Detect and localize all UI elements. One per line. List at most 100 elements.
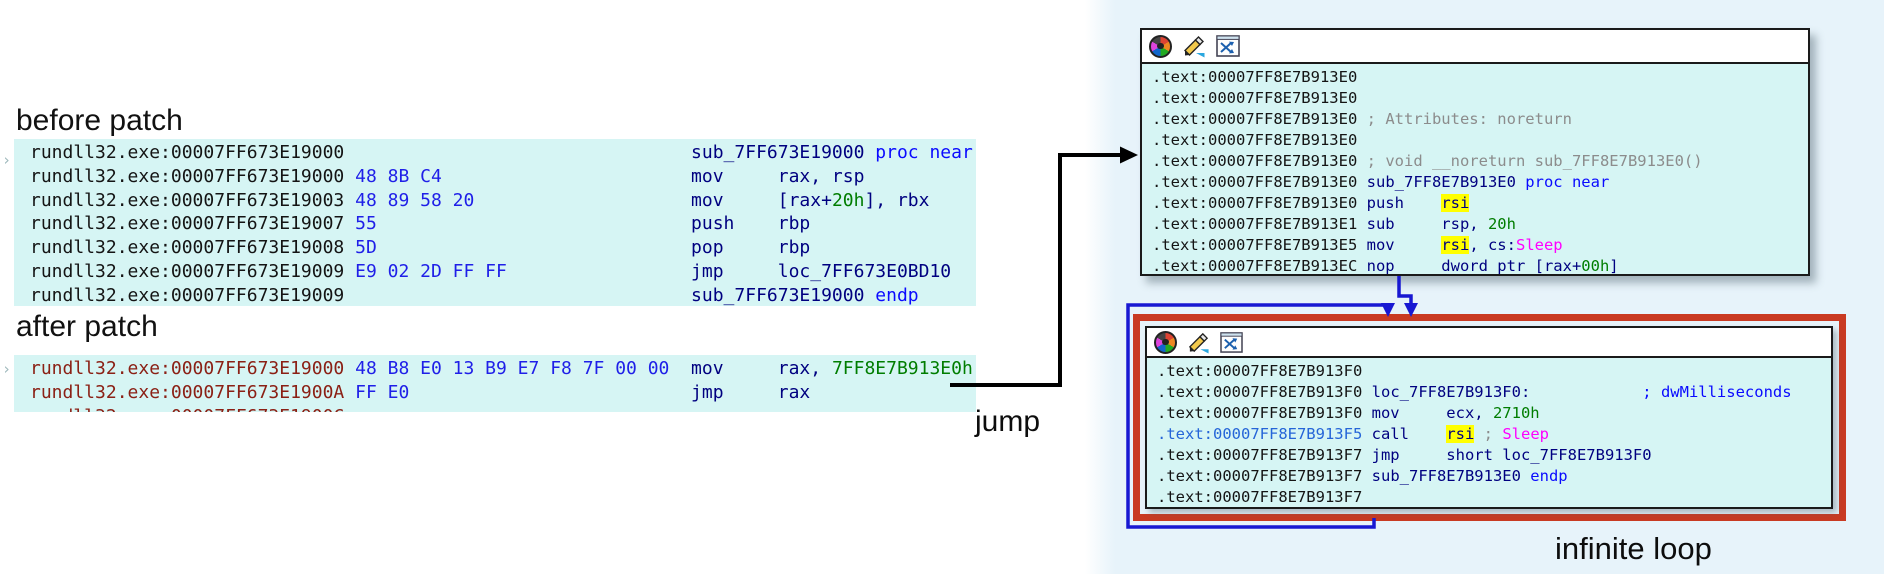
code-segment: proc near xyxy=(1525,173,1610,191)
code-segment: .text:00007FF8E7B913E0 xyxy=(1152,194,1358,212)
disasm-line[interactable]: .text:00007FF8E7B913E5 mov rsi, cs:Sleep xyxy=(1152,235,1808,256)
xref-shuffle-icon[interactable] xyxy=(1220,331,1243,353)
disasm-line[interactable]: rundll32.exe:00007FF673E19000 sub_7FF673E… xyxy=(30,141,976,165)
code-segment: 48 89 58 20 xyxy=(355,189,475,211)
code-segment xyxy=(1357,152,1366,170)
code-segment: .text:00007FF8E7B913E0 xyxy=(1152,110,1358,128)
code-segment xyxy=(344,213,355,234)
disasm-line[interactable]: .text:00007FF8E7B913F0 loc_7FF8E7B913F0:… xyxy=(1157,382,1831,403)
xref-shuffle-icon[interactable] xyxy=(1216,35,1240,57)
disasm-line[interactable]: .text:00007FF8E7B913F7 xyxy=(1157,487,1831,507)
address-bytes-column: rundll32.exe:00007FF673E19000 xyxy=(30,141,691,165)
address-bytes-column: rundll32.exe:00007FF673E19003 48 89 58 2… xyxy=(30,189,691,213)
code-segment: ; xyxy=(1483,425,1503,443)
code-segment: jmp short loc_7FF8E7B913F0 xyxy=(1362,446,1652,464)
code-segment: endp xyxy=(1530,467,1568,485)
disasm-line[interactable]: .text:00007FF8E7B913E0 push rsi xyxy=(1152,193,1808,214)
code-segment: mov rax, xyxy=(691,358,832,379)
disasm-line[interactable]: .text:00007FF8E7B913E1 sub rsp, 20h xyxy=(1152,214,1808,235)
disasm-line[interactable]: .text:00007FF8E7B913F7 jmp short loc_7FF… xyxy=(1157,445,1831,466)
code-segment: .text:00007FF8E7B913E0 xyxy=(1152,173,1358,191)
address-bytes-column: rundll32.exe:00007FF673E19007 55 xyxy=(30,212,691,236)
color-wheel-icon[interactable] xyxy=(1154,330,1177,354)
code-segment: push rbp xyxy=(691,213,811,235)
code-segment: .text:00007FF8E7B913F0 xyxy=(1157,362,1363,380)
code-segment: ; dwMilliseconds xyxy=(1642,383,1792,401)
code-segment: .text:00007FF8E7B913E0 xyxy=(1152,152,1358,170)
address-bytes-column: rundll32.exe:00007FF673E1900C xyxy=(30,405,691,412)
code-segment xyxy=(1530,383,1642,401)
code-segment xyxy=(1362,467,1371,485)
code-segment: rundll32.exe:00007FF673E19008 xyxy=(30,237,345,259)
disasm-line[interactable]: .text:00007FF8E7B913E0 ; Attributes: nor… xyxy=(1152,109,1808,130)
code-segment: 48 8B C4 xyxy=(355,165,442,187)
code-segment: rundll32.exe:00007FF673E1900C xyxy=(30,406,344,412)
pencil-edit-icon[interactable] xyxy=(1187,331,1210,354)
code-segment: endp xyxy=(875,284,919,306)
address-bytes-column: rundll32.exe:00007FF673E19000 48 B8 E0 1… xyxy=(30,357,691,381)
loop-block-window: .text:00007FF8E7B913F0 .text:00007FF8E7B9… xyxy=(1145,326,1833,509)
code-segment: 7FF8E7B913E0h xyxy=(831,358,973,379)
code-segment: .text:00007FF8E7B913E0 xyxy=(1152,89,1358,107)
color-wheel-icon[interactable] xyxy=(1149,34,1172,58)
window-titlebar xyxy=(1147,328,1831,358)
code-segment xyxy=(1362,383,1371,401)
pencil-edit-icon[interactable] xyxy=(1182,34,1206,58)
code-segment: sub rsp, xyxy=(1357,215,1488,233)
disasm-line[interactable]: .text:00007FF8E7B913F7 sub_7FF8E7B913E0 … xyxy=(1157,466,1831,487)
code-segment: rundll32.exe:00007FF673E19009 xyxy=(30,260,345,282)
code-segment: sub_7FF673E19000 xyxy=(691,142,876,163)
code-segment: proc near xyxy=(875,142,973,163)
disasm-line[interactable]: rundll32.exe:00007FF673E19009 E9 02 2D F… xyxy=(30,260,976,284)
code-segment: 00h xyxy=(1581,257,1610,274)
code-segment: .text:00007FF8E7B913E1 xyxy=(1152,215,1358,233)
disasm-line[interactable]: .text:00007FF8E7B913F5 call rsi ; Sleep xyxy=(1157,424,1831,445)
code-segment: .text:00007FF8E7B913E0 xyxy=(1152,68,1358,86)
disasm-line[interactable]: rundll32.exe:00007FF673E1900C xyxy=(30,405,976,412)
disasm-line[interactable]: .text:00007FF8E7B913E0 xyxy=(1152,130,1808,151)
code-segment: ; Attributes: noreturn xyxy=(1366,110,1572,128)
disasm-line[interactable]: .text:00007FF8E7B913E0 ; void __noreturn… xyxy=(1152,151,1808,172)
after-patch-disassembly: rundll32.exe:00007FF673E19000 48 B8 E0 1… xyxy=(14,355,976,412)
code-segment: .text:00007FF8E7B913E5 xyxy=(1152,236,1358,254)
disasm-line[interactable]: .text:00007FF8E7B913EC nop dword ptr [ra… xyxy=(1152,256,1808,274)
infinite-loop-label: infinite loop xyxy=(1555,531,1712,566)
code-segment: sub_7FF8E7B913E0 xyxy=(1366,173,1526,191)
disasm-line[interactable]: .text:00007FF8E7B913E0 sub_7FF8E7B913E0 … xyxy=(1152,172,1808,193)
code-segment: 5D xyxy=(355,237,377,259)
code-segment: 2710h xyxy=(1492,404,1540,422)
code-segment: rsi xyxy=(1446,425,1475,443)
disasm-line[interactable]: .text:00007FF8E7B913F0 mov ecx, 2710h xyxy=(1157,403,1831,424)
address-bytes-column: rundll32.exe:00007FF673E19009 E9 02 2D F… xyxy=(30,260,691,284)
code-segment: rundll32.exe:00007FF673E19007 xyxy=(30,213,345,235)
disasm-line[interactable]: .text:00007FF8E7B913F0 xyxy=(1157,361,1831,382)
code-segment: rundll32.exe:00007FF673E19000 xyxy=(30,165,345,187)
disasm-line[interactable]: .text:00007FF8E7B913E0 xyxy=(1152,88,1808,109)
disassembly-listing: .text:00007FF8E7B913E0.text:00007FF8E7B9… xyxy=(1142,64,1808,274)
code-segment: mov [rax+ xyxy=(691,189,832,211)
code-segment xyxy=(1357,110,1366,128)
code-segment: rundll32.exe:00007FF673E19000 xyxy=(30,142,345,163)
code-segment: .text:00007FF8E7B913EC xyxy=(1152,257,1358,274)
disasm-line[interactable]: .text:00007FF8E7B913E0 xyxy=(1152,67,1808,88)
disasm-line[interactable]: rundll32.exe:00007FF673E19003 48 89 58 2… xyxy=(30,189,976,213)
address-bytes-column: rundll32.exe:00007FF673E19008 5D xyxy=(30,236,691,260)
code-segment: rsi xyxy=(1441,194,1470,212)
code-segment: rundll32.exe:00007FF673E19000 xyxy=(30,358,345,379)
code-segment xyxy=(344,237,355,258)
disasm-line[interactable]: rundll32.exe:00007FF673E19000 48 B8 E0 1… xyxy=(30,357,976,381)
code-segment: mov xyxy=(1357,236,1442,254)
disassembly-listing: .text:00007FF8E7B913F0 .text:00007FF8E7B9… xyxy=(1147,358,1831,507)
code-segment: sub_7FF8E7B913E0 xyxy=(1371,467,1531,485)
code-segment: sub_7FF673E19000 xyxy=(691,284,876,306)
code-segment: 48 B8 E0 13 B9 E7 F8 7F 00 00 xyxy=(355,358,670,379)
code-segment: FF E0 xyxy=(355,381,410,403)
code-segment: ; void __noreturn sub_7FF8E7B913E0() xyxy=(1366,152,1703,170)
code-segment: nop dword ptr [rax+ xyxy=(1357,257,1582,274)
